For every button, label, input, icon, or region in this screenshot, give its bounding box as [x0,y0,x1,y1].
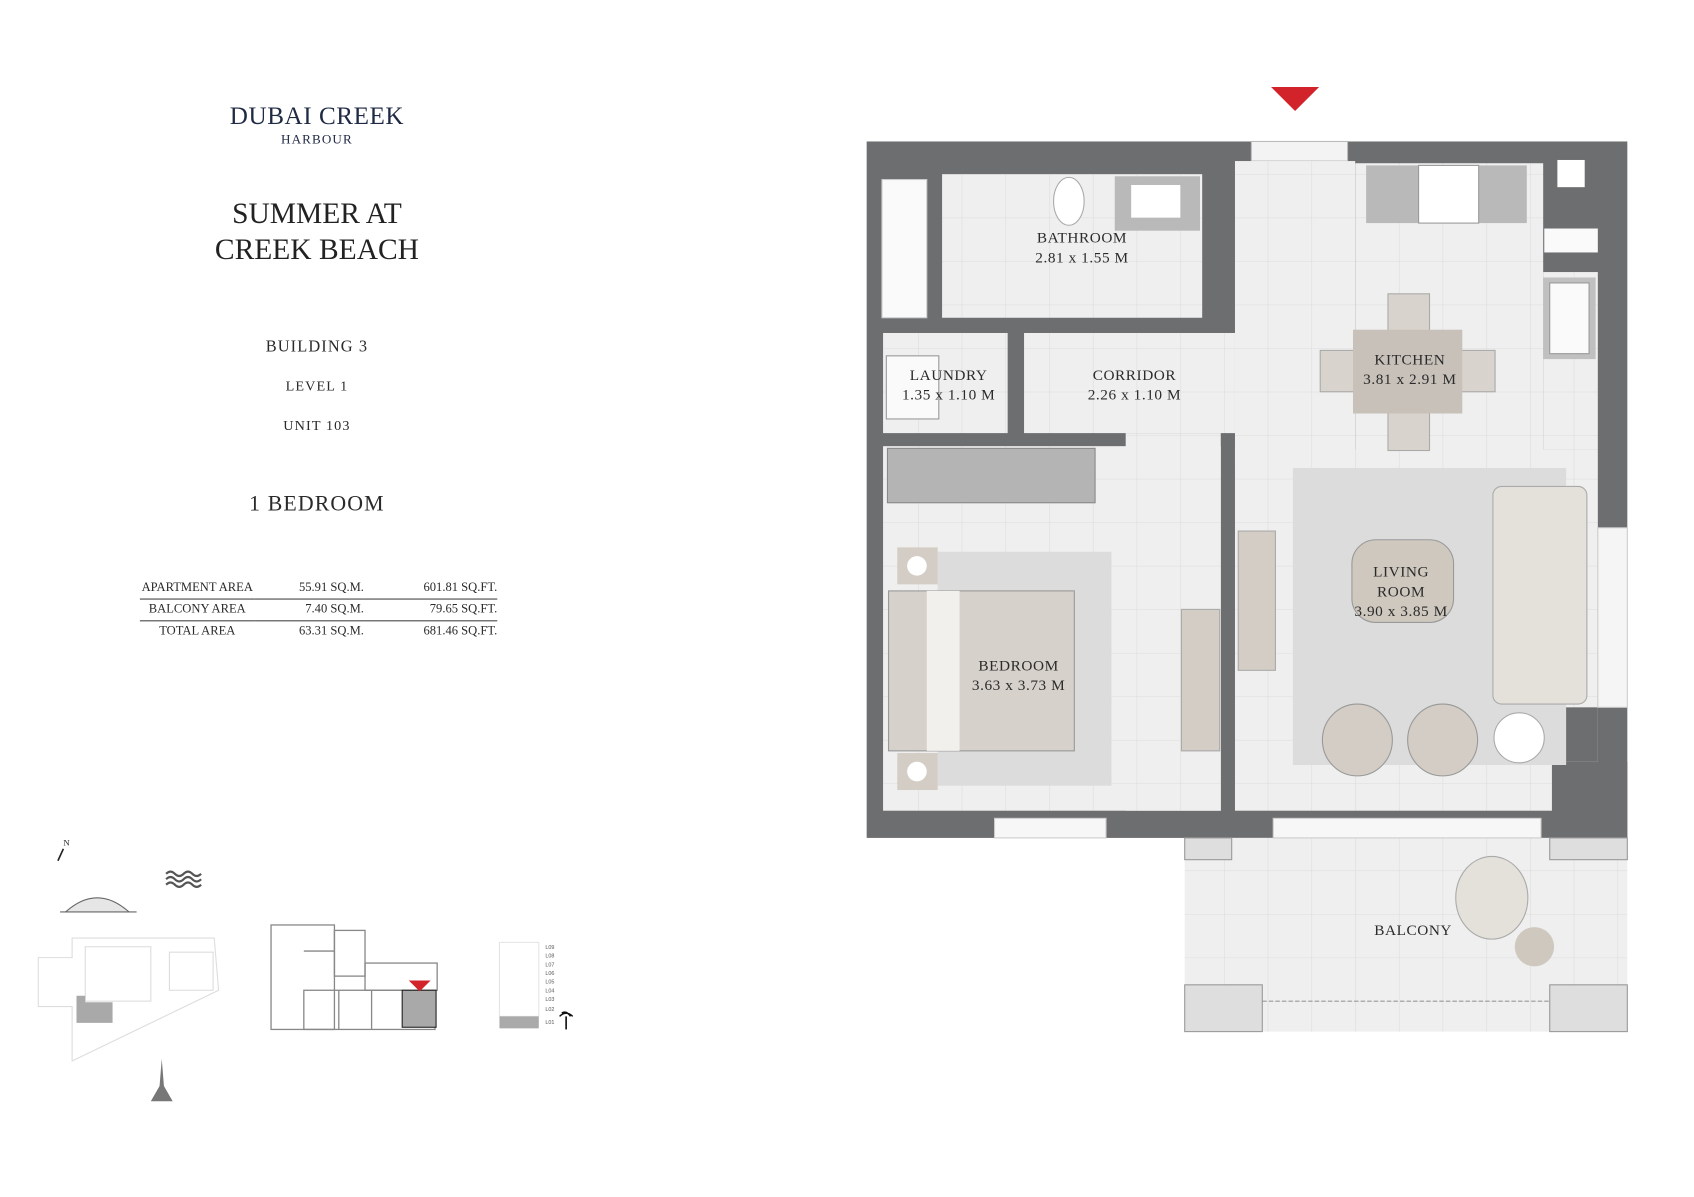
area-sqft: 681.46 SQ.FT. [423,624,498,638]
shaft [1544,228,1598,253]
level-label: L07 [545,961,555,969]
current-level-highlight [499,1016,539,1029]
corridor-floor [1024,332,1235,434]
storage-closet [881,179,928,319]
area-row: APARTMENT AREA 55.91 SQ.M. 601.81 SQ.FT. [139,577,498,600]
dining-chairs [1319,293,1496,452]
tv-console [1237,530,1276,671]
washer-icon [885,355,940,420]
room-label-bedroom: BEDROOM 3.63 x 3.73 M [972,657,1065,696]
level-label: LEVEL 1 [285,377,349,394]
area-sqm: 55.91 SQ.M. [254,577,364,600]
room-label-corridor: CORRIDOR 2.26 x 1.10 M [1088,367,1181,406]
room-label-kitchen: KITCHEN 3.81 x 2.91 M [1363,351,1456,390]
balcony-pillars [1184,837,1628,1033]
north-label: N [63,838,70,848]
burj-tower-icon [150,1058,173,1102]
room-name: BATHROOM [1036,230,1128,248]
room-name: BEDROOM [978,658,1059,675]
bed [887,590,1075,752]
bedroom-window [993,817,1107,839]
brand-logo-name: DUBAI CREEK [229,102,405,130]
level-label: L02 [545,1006,555,1014]
dining-table [1353,329,1463,414]
kitchen-sink-icon [1549,282,1590,355]
area-label: TOTAL AREA [159,624,236,638]
balcony-side-table [1514,927,1555,967]
level-label: L05 [545,979,555,986]
side-table [1493,712,1545,764]
toilet-icon [1053,176,1085,226]
room-name: BALCONY [1374,922,1453,940]
project-title-line1: SUMMER AT [232,196,402,230]
level-label: L08 [545,953,555,960]
lamp-icon [907,761,927,782]
room-dims: 2.26 x 1.10 M [1087,387,1182,404]
area-label: APARTMENT AREA [139,577,255,600]
living-window [1597,527,1628,708]
entrance-marker-icon [1271,87,1320,111]
room-name: LIVING ROOM [1373,564,1430,601]
unit-type: 1 BEDROOM [249,491,385,516]
north-arrow-icon [57,848,65,862]
room-label-laundry: LAUNDRY 1.35 x 1.10 M [902,367,995,406]
room-name: LAUNDRY [909,367,988,385]
area-row: TOTAL AREA 63.31 SQ.M. 681.46 SQ.FT. [140,621,497,642]
armchair [1407,703,1479,777]
cooktop-icon [1418,164,1480,224]
water-waves-icon [165,870,202,888]
unit-marker-icon [408,980,431,992]
level-label: L09 [545,944,555,952]
room-label-balcony: BALCONY [1374,922,1452,942]
entry-door [1250,140,1349,162]
area-sqm: 7.40 SQ.M. [254,599,364,622]
room-dims: 2.81 x 1.55 M [1035,250,1129,267]
level-label: L06 [545,970,555,978]
level-label: L04 [545,988,555,995]
bed-throw [926,590,960,751]
lamp-icon [907,556,927,576]
coffee-table [1351,539,1455,623]
palm-tree-icon [559,1011,574,1030]
level-label: L03 [545,996,555,1004]
room-name: CORRIDOR [1092,367,1177,385]
bedroom-desk [1180,608,1221,752]
sink-icon [1131,184,1181,218]
room-name: KITCHEN [1374,352,1446,369]
armchair [1321,703,1393,777]
area-sqft: 601.81 SQ.FT. [363,577,498,600]
room-label-living: LIVING ROOM 3.90 x 3.85 M [1354,564,1447,623]
room-dims: 3.81 x 2.91 M [1363,372,1457,389]
project-title-line2: CREEK BEACH [214,232,419,266]
balcony-lounge-chair [1455,855,1529,940]
area-sqft: 79.65 SQ.FT. [363,599,498,622]
bridge-arch-icon [60,897,137,913]
area-label: BALCONY AREA [139,599,255,622]
balcony-sliding-door [1272,817,1542,839]
wardrobe [886,447,1096,504]
building-label: BUILDING 3 [265,338,369,356]
unit-label: UNIT 103 [283,416,351,434]
brand-logo-sub: HARBOUR [281,131,353,147]
entry-floor [1234,161,1356,466]
wall-column [1551,761,1628,838]
shaft [1557,159,1585,188]
area-row: BALCONY AREA 7.40 SQ.M. 79.65 SQ.FT. [139,599,498,622]
room-label-bathroom: BATHROOM 2.81 x 1.55 M [1035,230,1128,269]
room-dims: 3.63 x 3.73 M [971,677,1066,695]
site-plan-outline [37,937,220,1062]
room-dims: 1.35 x 1.10 M [901,387,996,404]
area-table: APARTMENT AREA 55.91 SQ.M. 601.81 SQ.FT.… [139,577,498,642]
sofa [1492,485,1588,705]
room-dims: 3.90 x 3.85 M [1354,603,1448,621]
level-label: L01 [545,1019,555,1027]
area-sqm: 63.31 SQ.M. [298,624,364,638]
site-building-highlight [76,995,113,1023]
